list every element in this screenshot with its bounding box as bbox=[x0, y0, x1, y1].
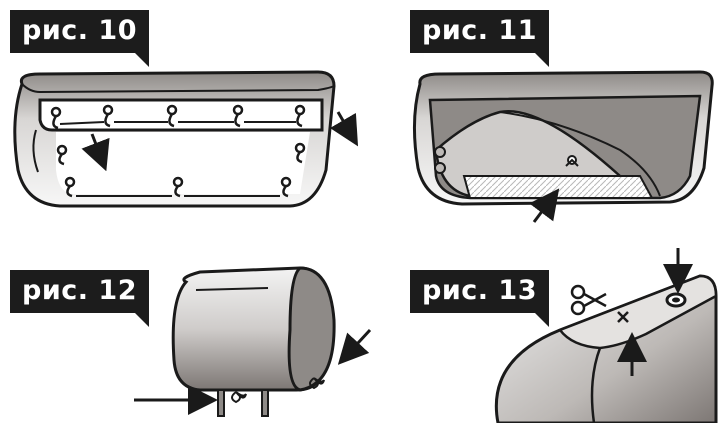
figure-11-drawing bbox=[412, 70, 714, 223]
figure-10-drawing bbox=[13, 70, 359, 208]
figure-10-label: рис. 10 bbox=[10, 10, 149, 67]
figure-12-drawing bbox=[134, 266, 372, 417]
figure-11-label: рис. 11 bbox=[410, 10, 549, 67]
figure-13-label: рис. 13 bbox=[410, 270, 549, 327]
figure-12-label: рис. 12 bbox=[10, 270, 149, 327]
figure-13-drawing bbox=[494, 248, 718, 423]
